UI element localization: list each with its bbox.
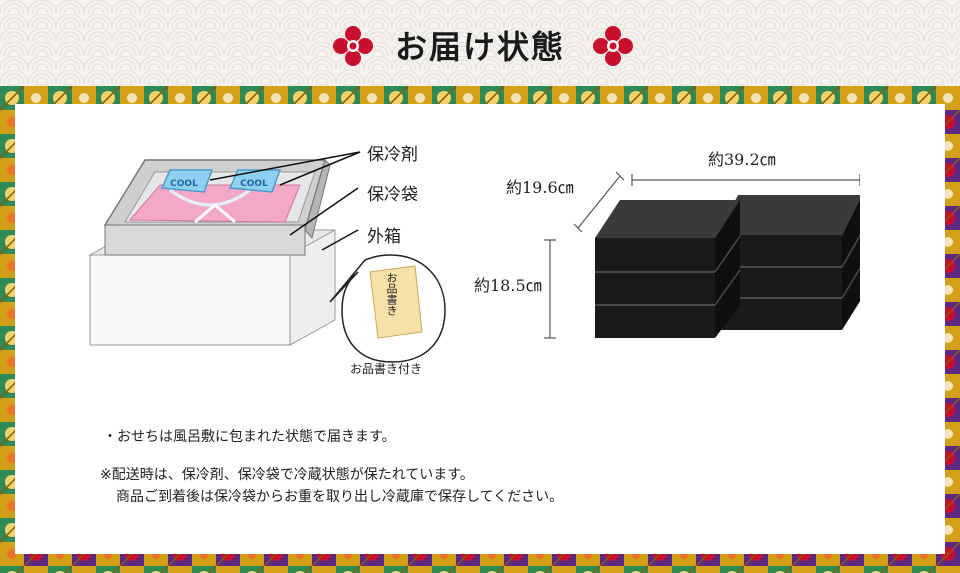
jubako-diagram bbox=[544, 171, 860, 339]
header-pattern bbox=[0, 0, 960, 86]
dimension-height: 約18.5㎝ bbox=[474, 276, 542, 295]
leader-lines bbox=[209, 151, 361, 251]
menu-card-text: お品書き bbox=[385, 272, 398, 316]
ice-pack-icon: COOL bbox=[160, 169, 214, 193]
flower-crest-icon bbox=[593, 26, 633, 66]
ice-pack-label: COOL bbox=[170, 179, 198, 189]
note-storage: 商品ご到着後は保冷袋からお重を取り出し冷蔵庫で保存してください。 bbox=[116, 489, 564, 505]
header: お届け状態 bbox=[0, 0, 960, 86]
dimension-lines bbox=[544, 171, 860, 339]
menu-card-callout bbox=[329, 254, 446, 363]
note-furoshiki: ・おせちは風呂敷に包まれた状態で届きます。 bbox=[103, 429, 396, 445]
jubako-box-front bbox=[595, 200, 741, 338]
menu-card-caption: お品書き付き bbox=[350, 362, 423, 376]
page-title: お届け状態 bbox=[394, 28, 565, 66]
label-outer-box: 外箱 bbox=[367, 227, 401, 247]
dimension-depth: 約19.6㎝ bbox=[506, 178, 574, 197]
ice-pack-icon: COOL bbox=[228, 169, 282, 193]
label-ice-pack: 保冷剤 bbox=[367, 145, 418, 165]
dimension-width: 約39.2㎝ bbox=[708, 150, 776, 169]
flower-crest-icon bbox=[333, 26, 373, 66]
label-cool-bag: 保冷袋 bbox=[367, 185, 418, 205]
furoshiki-wrap bbox=[128, 184, 301, 224]
packaging-diagram: COOL COOL bbox=[88, 151, 446, 363]
ice-pack-label: COOL bbox=[240, 179, 268, 189]
note-cooling: ※配送時は、保冷剤、保冷袋で冷蔵状態が保たれています。 bbox=[100, 467, 474, 483]
